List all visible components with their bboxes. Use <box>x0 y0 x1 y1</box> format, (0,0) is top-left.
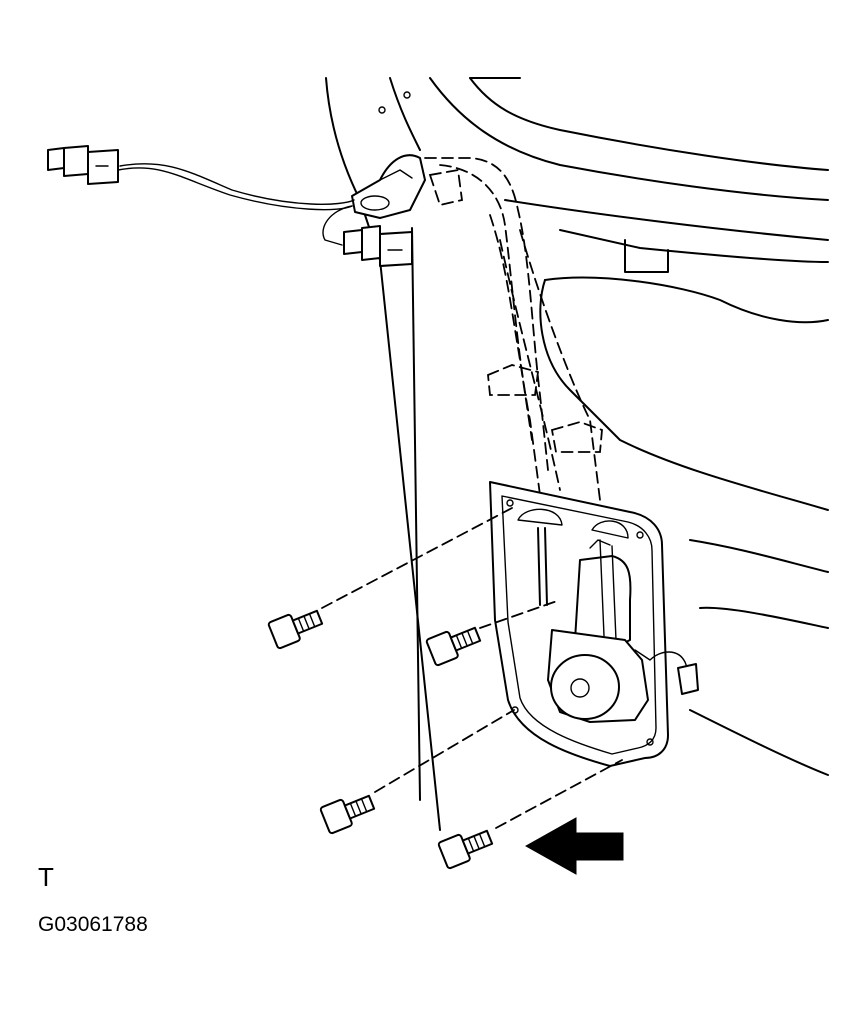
upper-bracket <box>351 154 426 219</box>
view-letter: T <box>38 862 54 892</box>
direction-arrow-icon <box>524 817 624 875</box>
bolt-icon <box>425 626 482 667</box>
bolt-icon <box>267 609 324 650</box>
bolt-icon <box>319 794 376 835</box>
hidden-regulator-rails <box>424 157 603 501</box>
figure-code: G03061788 <box>38 913 148 936</box>
bolt-icon <box>437 829 494 870</box>
wire-harness <box>117 163 355 246</box>
connector-icon <box>47 145 119 185</box>
motor-icon <box>547 539 699 723</box>
bolt-guide-lines <box>321 507 623 829</box>
connector-icon <box>343 225 413 267</box>
